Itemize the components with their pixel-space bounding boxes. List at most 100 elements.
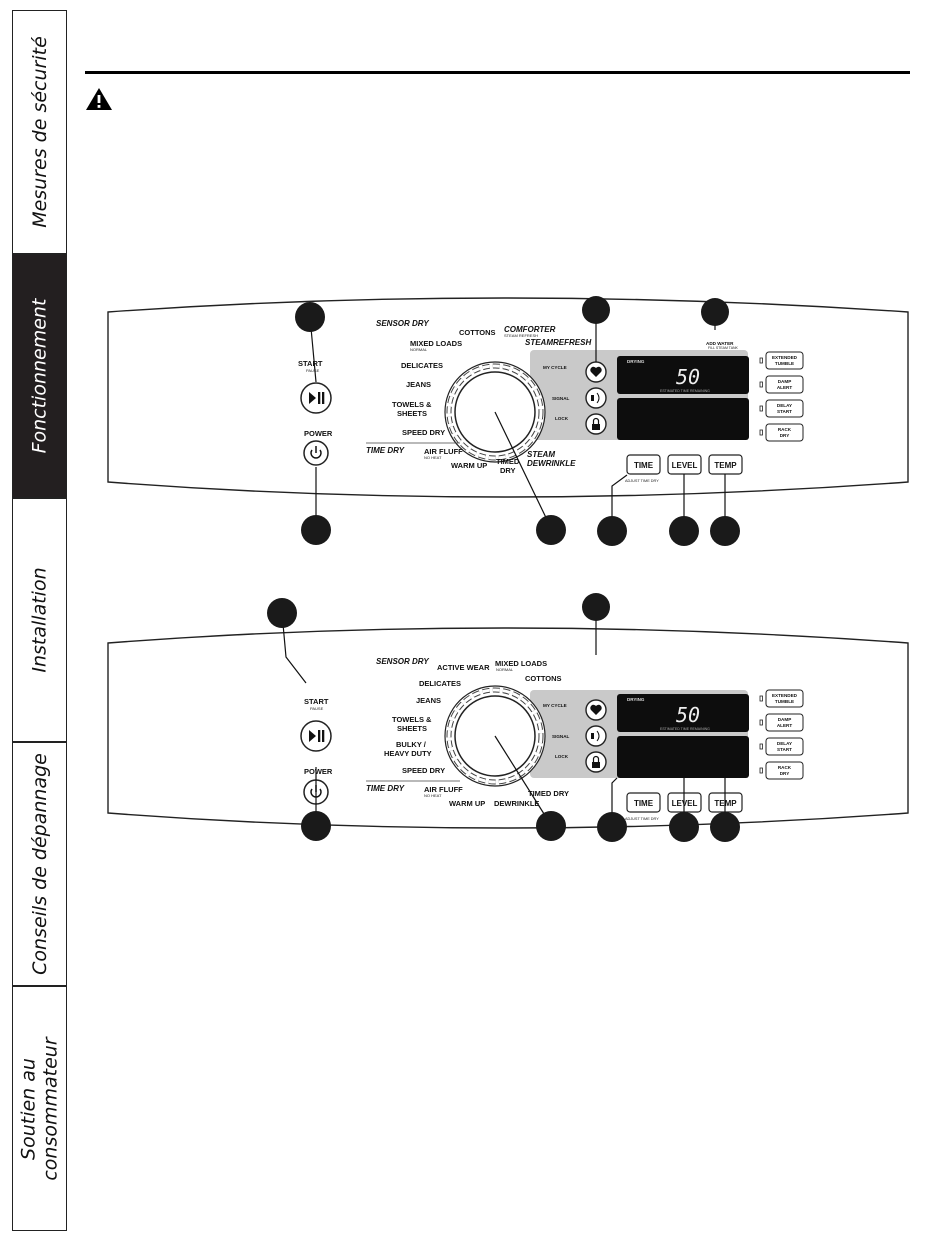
add-water-sub: FILL STEAM TANK (708, 346, 739, 350)
pause-label: PAUSE (310, 706, 324, 711)
signal-button[interactable] (585, 725, 607, 747)
option-damp-alert[interactable]: DAMP ALERT (765, 375, 804, 394)
cycle-mixed-loads-sub: NORMAL (496, 667, 514, 672)
display-sub: ESTIMATED TIME REMAINING (660, 389, 710, 393)
svg-text:RACK: RACK (778, 427, 792, 432)
svg-text:LEVEL: LEVEL (672, 461, 698, 470)
lock-button[interactable] (585, 413, 607, 435)
cycle-warm-up: WARM UP (449, 799, 485, 808)
callout-marker (536, 515, 566, 545)
svg-text:RACK: RACK (778, 765, 792, 770)
warning-triangle-icon (86, 88, 112, 110)
cycle-mixed-loads: MIXED LOADS (495, 659, 547, 668)
svg-text:DRY: DRY (780, 771, 790, 776)
cycle-active-wear: ACTIVE WEAR (437, 663, 490, 672)
level-button[interactable]: LEVEL (667, 454, 702, 475)
adjust-time-dry-label: ADJUST TIME DRY (625, 479, 659, 483)
svg-text:TIME: TIME (634, 799, 654, 808)
my-cycle-button[interactable] (585, 361, 607, 383)
time-dry-label: TIME DRY (366, 784, 405, 793)
cycle-timed-dry: TIMED DRY (528, 789, 569, 798)
tab-label: Soutien au consommateur (18, 1037, 62, 1180)
power-button[interactable] (303, 440, 329, 466)
lock-label: LOCK (555, 416, 569, 421)
option-rack-dry[interactable]: RACK DRY (765, 423, 804, 442)
cycle-sheets: SHEETS (397, 409, 427, 418)
cycle-delicates: DELICATES (419, 679, 461, 688)
cycle-cottons: COTTONS (459, 328, 496, 337)
my-cycle-label: MY CYCLE (543, 703, 567, 708)
svg-text:EXTENDED: EXTENDED (772, 693, 798, 698)
tab-label: Mesures de sécurité (28, 36, 51, 228)
svg-text:TUMBLE: TUMBLE (775, 699, 794, 704)
lock-button[interactable] (585, 751, 607, 773)
status-display (617, 356, 749, 394)
knob-ring-inner (447, 688, 543, 784)
time-button[interactable]: TIME (626, 792, 661, 813)
cycle-comforter-sub: STEAM REFRESH (504, 333, 538, 338)
tab-label: Conseils de dépannage (28, 753, 51, 975)
callout-marker (669, 516, 699, 546)
signal-button[interactable] (585, 387, 607, 409)
power-label: POWER (304, 429, 333, 438)
start-label: START (298, 359, 323, 368)
tab-conseils-de-depannage[interactable]: Conseils de dépannage (12, 742, 67, 986)
cycle-mixed-loads-sub: NORMAL (410, 347, 428, 352)
tab-label-line2: consommateur (39, 1036, 62, 1181)
tab-mesures-de-securite[interactable]: Mesures de sécurité (12, 10, 67, 254)
temp-button[interactable]: TEMP (708, 454, 743, 475)
signal-label: SIGNAL (552, 396, 570, 401)
cycle-jeans: JEANS (416, 696, 441, 705)
adjust-time-dry-label: ADJUST TIME DRY (625, 817, 659, 821)
svg-text:ALERT: ALERT (777, 385, 793, 390)
cycle-heavy-duty: HEAVY DUTY (384, 749, 432, 758)
svg-text:TUMBLE: TUMBLE (775, 361, 794, 366)
cycle-dewrinkle: DEWRINKLE (527, 459, 576, 468)
svg-text:DELAY: DELAY (777, 741, 792, 746)
callout-marker (597, 516, 627, 546)
tab-label: Fonctionnement (28, 298, 51, 454)
svg-text:EXTENDED: EXTENDED (772, 355, 798, 360)
my-cycle-label: MY CYCLE (543, 365, 567, 370)
tab-label-line1: Soutien au (17, 1057, 40, 1160)
cycle-delicates: DELICATES (401, 361, 443, 370)
display-status: DRYING (627, 359, 645, 364)
callout-marker (301, 811, 331, 841)
cycle-steam: STEAM (527, 450, 555, 459)
option-delay-start[interactable]: DELAY START (765, 737, 804, 756)
lock-label: LOCK (555, 754, 569, 759)
callout-marker (710, 812, 740, 842)
sensor-dry-label: SENSOR DRY (376, 657, 429, 666)
secondary-display (617, 398, 749, 440)
callout-marker (597, 812, 627, 842)
tab-fonctionnement[interactable]: Fonctionnement (12, 254, 67, 498)
start-pause-button[interactable] (300, 382, 332, 414)
start-label: START (304, 697, 329, 706)
display-sub: ESTIMATED TIME REMAINING (660, 727, 710, 731)
callout-marker (582, 593, 610, 621)
cycle-air-fluff-sub: NO HEAT (424, 793, 442, 798)
tab-label: Installation (28, 567, 51, 673)
svg-text:TEMP: TEMP (714, 461, 737, 470)
time-button[interactable]: TIME (626, 454, 661, 475)
time-dry-label: TIME DRY (366, 446, 405, 455)
my-cycle-button[interactable] (585, 699, 607, 721)
cycle-speed-dry: SPEED DRY (402, 766, 445, 775)
tab-installation[interactable]: Installation (12, 498, 67, 742)
option-delay-start[interactable]: DELAY START (765, 399, 804, 418)
option-extended-tumble[interactable]: EXTENDED TUMBLE (765, 689, 804, 708)
cycle-dry: DRY (500, 466, 516, 475)
callout-marker (582, 296, 610, 324)
signal-label: SIGNAL (552, 734, 570, 739)
option-rack-dry[interactable]: RACK DRY (765, 761, 804, 780)
cycle-jeans: JEANS (406, 380, 431, 389)
option-extended-tumble[interactable]: EXTENDED TUMBLE (765, 351, 804, 370)
svg-text:DELAY: DELAY (777, 403, 792, 408)
start-pause-button[interactable] (300, 720, 332, 752)
option-damp-alert[interactable]: DAMP ALERT (765, 713, 804, 732)
tab-soutien-au-consommateur[interactable]: Soutien au consommateur (12, 986, 67, 1231)
power-label: POWER (304, 767, 333, 776)
cycle-warm-up: WARM UP (451, 461, 487, 470)
callout-marker (710, 516, 740, 546)
callout-marker (701, 298, 729, 326)
